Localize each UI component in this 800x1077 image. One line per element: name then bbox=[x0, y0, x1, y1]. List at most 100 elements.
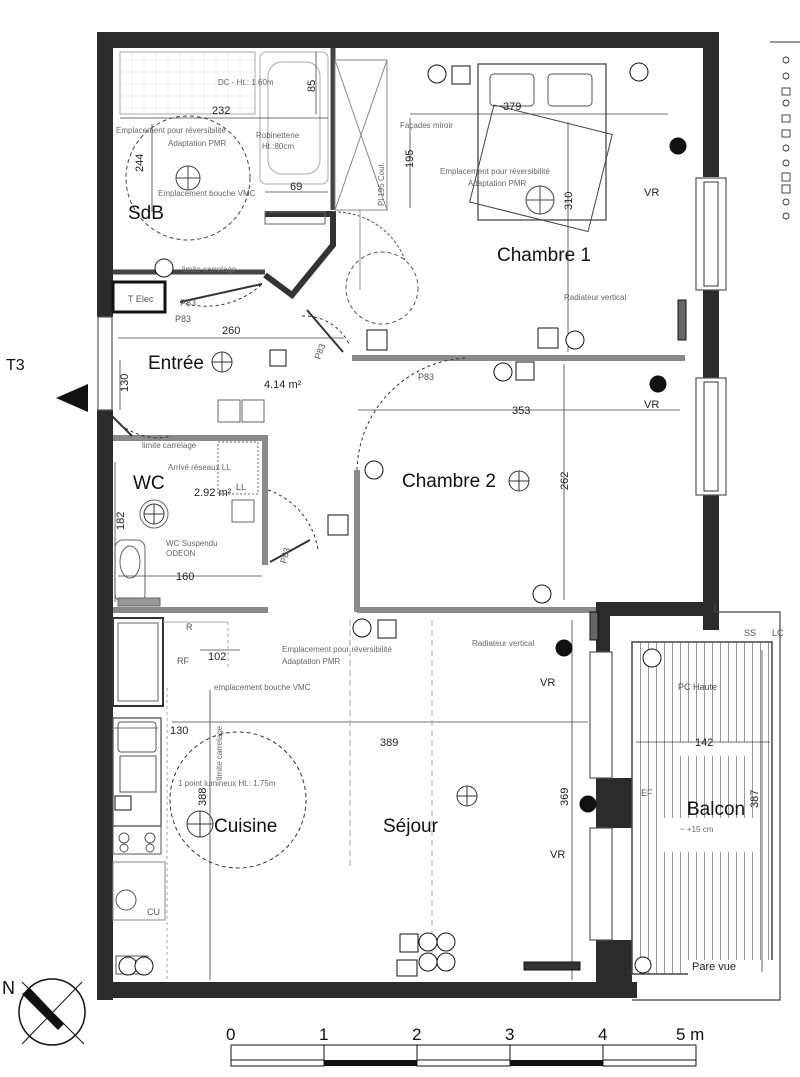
vr-label: VR bbox=[550, 849, 565, 861]
note: limite carrelage bbox=[182, 265, 237, 274]
socket-icon bbox=[436, 932, 456, 952]
annotations: DC - Ht.: 1.60m Robinetterie Ht.:80cm Em… bbox=[116, 78, 626, 788]
kitchen-fixtures bbox=[112, 621, 307, 980]
heater-icon bbox=[589, 611, 599, 641]
pc-haute-label: PC Haute bbox=[678, 682, 717, 692]
wc-fixtures bbox=[114, 399, 265, 607]
room-labels: SdB Chambre 1 Entrée 4.14 m² WC Chambre … bbox=[128, 203, 745, 837]
compass bbox=[18, 978, 86, 1046]
wardrobe bbox=[334, 59, 388, 211]
note: ODEON bbox=[166, 549, 196, 558]
compass-north-label: N bbox=[2, 978, 15, 998]
thermostat-icon bbox=[669, 137, 687, 155]
note: Pl 195 Coul. bbox=[377, 162, 386, 206]
socket-icon bbox=[154, 258, 174, 278]
dim-label: 244 bbox=[134, 154, 146, 172]
note: limite carrelage bbox=[215, 725, 224, 780]
room-label-balcon: Balcon bbox=[687, 799, 745, 820]
tv-icon bbox=[396, 959, 418, 977]
note: Radiateur vertical bbox=[564, 293, 626, 302]
socket-icon bbox=[642, 648, 662, 668]
note: Emplacement pour réversibilité bbox=[440, 167, 550, 176]
cu-label: CU bbox=[147, 907, 160, 917]
ll-label: LL bbox=[236, 482, 246, 492]
note: Adaptation PMR bbox=[282, 657, 340, 666]
note: limite carrelage bbox=[142, 441, 197, 450]
unit-label: T3 bbox=[6, 357, 25, 374]
socket-icon bbox=[118, 956, 138, 976]
dim-label: 353 bbox=[512, 405, 530, 417]
thermostat-icon bbox=[579, 795, 597, 813]
tv-icon bbox=[537, 327, 559, 349]
note: Emplacement pour réversibilité bbox=[116, 126, 226, 135]
rj45-boxes bbox=[377, 65, 535, 953]
dim-label: 232 bbox=[212, 105, 230, 117]
light-points bbox=[143, 351, 530, 807]
note: Emplacement pour réversibilité bbox=[282, 645, 392, 654]
sdb-fixtures bbox=[119, 51, 329, 241]
note: WC Suspendu bbox=[166, 539, 218, 548]
switch-icon bbox=[366, 329, 388, 351]
legend-column bbox=[770, 41, 800, 220]
vr-label: VR bbox=[540, 677, 555, 689]
note: DC - Ht.: 1.60m bbox=[218, 78, 274, 87]
dim-label: 310 bbox=[563, 192, 575, 210]
door-label: P83 bbox=[418, 372, 434, 382]
room-label-chambre1: Chambre 1 bbox=[497, 245, 591, 266]
room-label-cuisine: Cuisine bbox=[214, 816, 277, 837]
dim-label: 160 bbox=[176, 571, 194, 583]
dimension-lines bbox=[114, 52, 770, 980]
interior-walls bbox=[111, 48, 685, 707]
windows bbox=[97, 177, 727, 941]
dim-label: 142 bbox=[695, 737, 713, 749]
socket-icon bbox=[634, 956, 652, 974]
note: Façades miroir bbox=[400, 121, 453, 130]
dim-label: 389 bbox=[380, 737, 398, 749]
pare-vue-label: Pare vue bbox=[692, 961, 736, 973]
dim-label: 69 bbox=[290, 181, 302, 193]
socket-icon bbox=[352, 618, 372, 638]
exterior-walls bbox=[97, 32, 719, 1000]
switch-icon bbox=[327, 514, 349, 536]
socket-icon bbox=[418, 952, 438, 972]
note: Robinetterie bbox=[256, 131, 300, 140]
note: Adaptation PMR bbox=[168, 139, 226, 148]
thermostat-icon bbox=[649, 375, 667, 393]
balcony bbox=[631, 602, 781, 1001]
dim-label: 130 bbox=[170, 725, 188, 737]
note: Emplacement bouche VMC bbox=[158, 189, 256, 198]
reference-lines bbox=[349, 620, 433, 970]
room-label-chambre2: Chambre 2 bbox=[402, 471, 496, 492]
area-entree: 4.14 m² bbox=[264, 379, 302, 391]
thermostat-icon bbox=[555, 639, 573, 657]
room-label-wc: WC bbox=[133, 473, 165, 494]
lc-label: LC bbox=[772, 628, 784, 638]
dim-label: 102 bbox=[208, 651, 226, 663]
doors bbox=[111, 283, 466, 563]
dim-label: 195 bbox=[404, 150, 416, 168]
entry-arrow bbox=[56, 384, 88, 412]
dim-label: ~ +15 cm bbox=[680, 825, 714, 834]
note: Adaptation PMR bbox=[468, 179, 526, 188]
hood-icon bbox=[114, 795, 132, 811]
dim-label: 369 bbox=[559, 788, 571, 806]
dim-label: 262 bbox=[559, 472, 571, 490]
socket-icon bbox=[629, 62, 649, 82]
note: Ht.:80cm bbox=[262, 142, 294, 151]
bed-chambre1 bbox=[332, 63, 613, 325]
socket-icon bbox=[134, 956, 154, 976]
dim-label: 388 bbox=[197, 788, 209, 806]
scale-tick-label: 5 m bbox=[676, 1025, 704, 1044]
scale-bar bbox=[230, 1044, 697, 1067]
dim-label: 379 bbox=[503, 101, 521, 113]
scale-tick-label: 0 bbox=[226, 1025, 235, 1044]
scale-labels: 0 1 2 3 4 5 m bbox=[226, 1025, 704, 1044]
room-label-entree: Entrée bbox=[148, 353, 204, 374]
note: Radiateur vertical bbox=[472, 639, 534, 648]
scale-tick-label: 2 bbox=[412, 1025, 421, 1044]
vr-label: VR bbox=[644, 187, 659, 199]
note: 1 point lumineux Ht.: 1.75m bbox=[178, 779, 276, 788]
dim-label: 182 bbox=[115, 512, 127, 530]
socket-icon bbox=[436, 952, 456, 972]
